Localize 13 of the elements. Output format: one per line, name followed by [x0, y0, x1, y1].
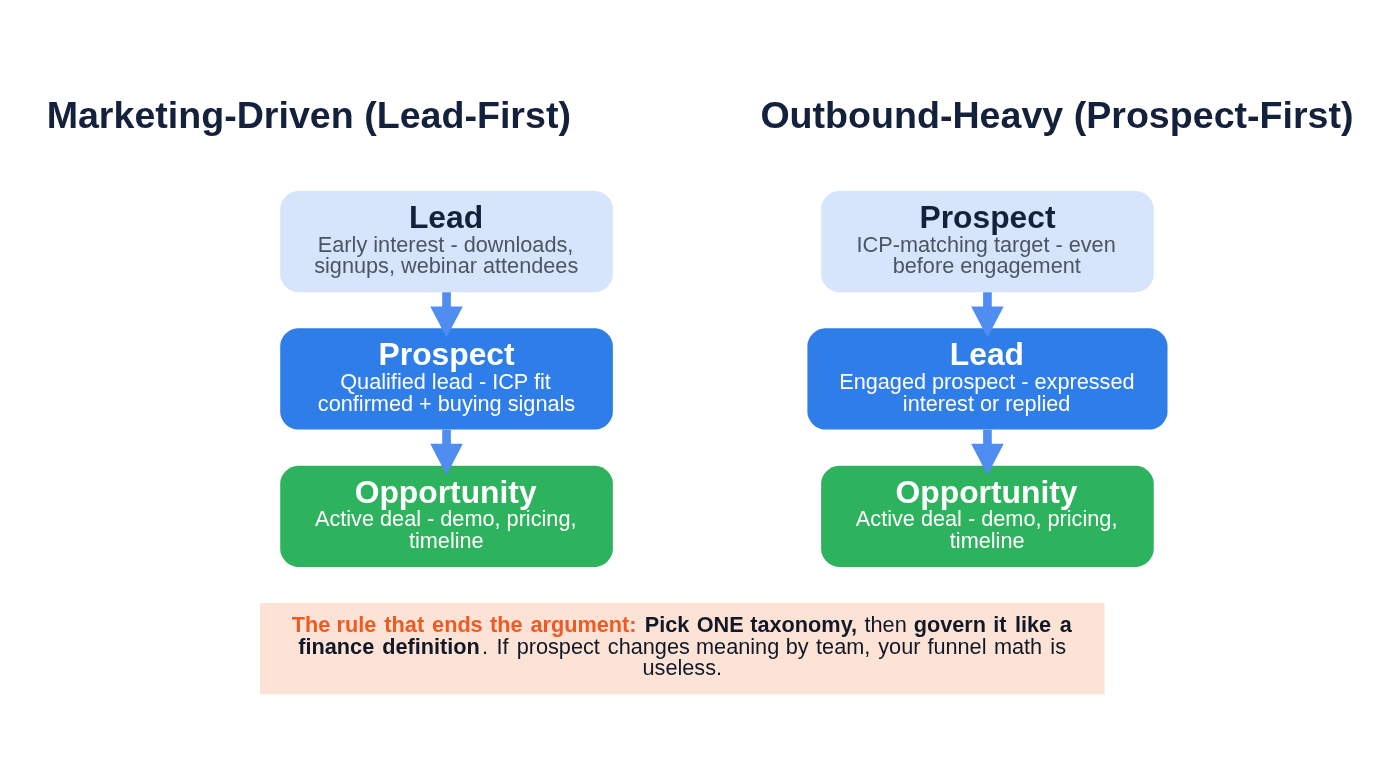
node-box: Opportunity Active deal - demo, pricing, timeline — [280, 465, 613, 567]
node-box: The rule that ends the argument: Pick ONE taxonomy, then govern it like a finance definition. If prospect changes meaning by team, your funnel math is useless. — [259, 603, 1105, 695]
arrow — [971, 429, 1004, 475]
arrow — [430, 292, 463, 338]
label: Outbound-Heavy (Prospect-First) — [760, 94, 1354, 137]
arrow — [971, 292, 1004, 338]
node-box: Prospect ICP-matching target - even before engagement — [821, 190, 1154, 293]
node-box: Lead Early interest - downloads, signups, webinar attendees — [280, 190, 613, 293]
arrow — [430, 429, 463, 475]
node-box: Prospect Qualified lead - ICP fit confirmed + buying signals — [280, 328, 613, 430]
label: Marketing-Driven (Lead-First) — [46, 94, 571, 137]
node-box: Opportunity Active deal - demo, pricing, timeline — [821, 465, 1154, 567]
node-box: Lead Engaged prospect - expressed interest or replied — [807, 328, 1168, 430]
